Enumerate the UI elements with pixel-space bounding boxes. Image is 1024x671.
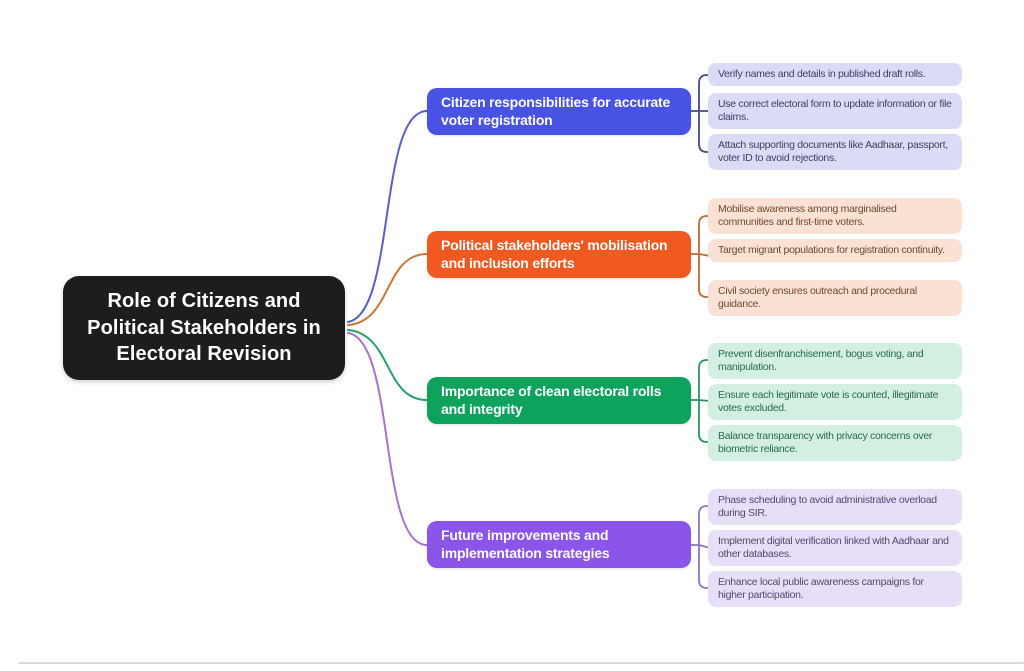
center-node-label: Role of Citizens and Political Stakehold… <box>87 290 321 366</box>
leaf-node: Prevent disenfranchisement, bogus voting… <box>708 343 962 380</box>
branch-label: Future improvements and implementation s… <box>441 527 610 561</box>
leaf-node: Attach supporting documents like Aadhaar… <box>708 134 962 171</box>
connector-center-to-branch-3 <box>347 329 428 401</box>
branch-label: Citizen responsibilities for accurate vo… <box>441 94 671 128</box>
branch-node-political-stakeholders: Political stakeholders' mobilisation and… <box>427 231 691 278</box>
leaf-node: Mobilise awareness among marginalised co… <box>708 198 962 235</box>
leaf-bracket-branch-1 <box>690 74 711 153</box>
leaf-bracket-branch-3 <box>690 359 711 443</box>
leaf-node: Implement digital verification linked wi… <box>708 530 962 567</box>
branch-node-future-improvements: Future improvements and implementation s… <box>427 521 691 568</box>
branch-node-citizen-responsibilities: Citizen responsibilities for accurate vo… <box>427 88 691 135</box>
branch-label: Importance of clean electoral rolls and … <box>441 383 662 417</box>
leaf-node: Verify names and details in published dr… <box>708 63 962 87</box>
leaf-node: Ensure each legitimate vote is counted, … <box>708 384 962 421</box>
leaf-bracket-branch-2 <box>690 215 711 298</box>
leaf-node: Balance transparency with privacy concer… <box>708 425 962 462</box>
connector-center-to-branch-1 <box>347 110 428 323</box>
center-node: Role of Citizens and Political Stakehold… <box>63 276 345 380</box>
connector-center-to-branch-4 <box>347 332 428 546</box>
branch-label: Political stakeholders' mobilisation and… <box>441 237 668 271</box>
leaf-node: Enhance local public awareness campaigns… <box>708 571 962 608</box>
connector-center-to-branch-2 <box>347 253 428 326</box>
leaf-node: Phase scheduling to avoid administrative… <box>708 489 962 526</box>
leaf-node: Use correct electoral form to update inf… <box>708 93 962 130</box>
frame-bottom-edge <box>18 662 1024 664</box>
branch-node-clean-electoral-rolls: Importance of clean electoral rolls and … <box>427 377 691 424</box>
leaf-node: Civil society ensures outreach and proce… <box>708 280 962 317</box>
leaf-bracket-branch-4 <box>690 505 711 589</box>
leaf-node: Target migrant populations for registrat… <box>708 239 962 263</box>
